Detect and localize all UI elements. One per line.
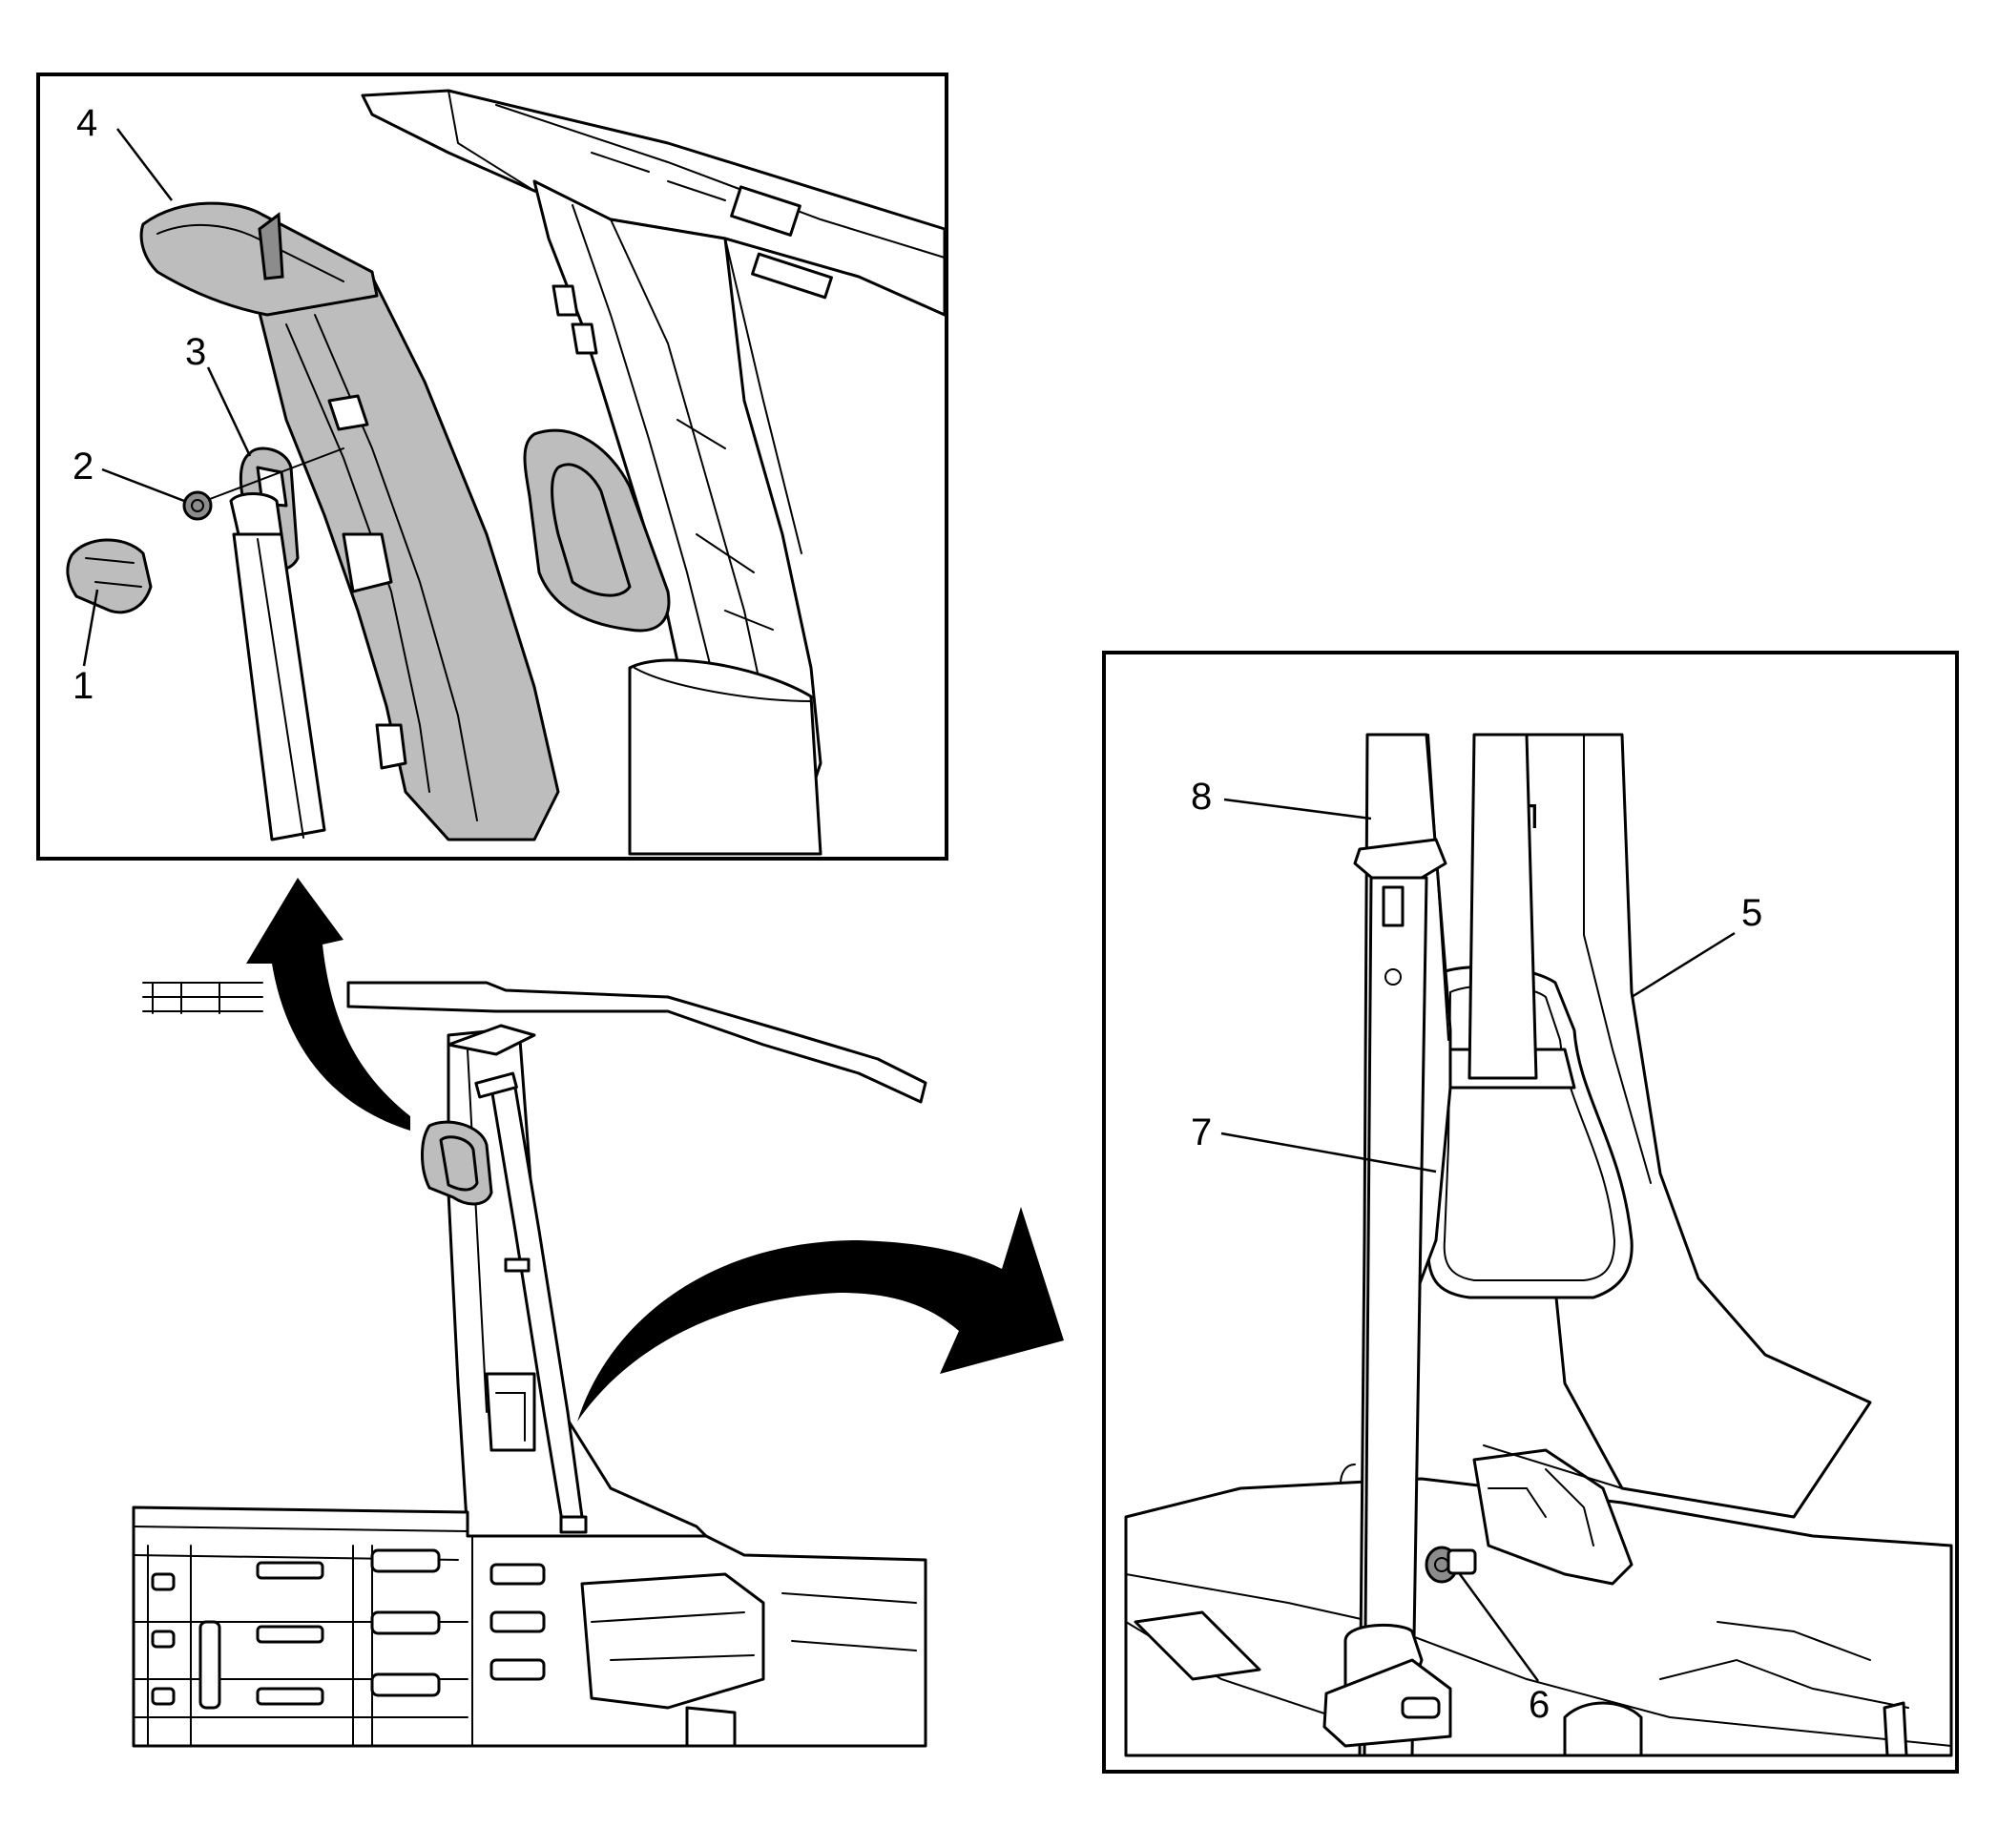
anchor-bolt (1425, 1546, 1477, 1584)
anchor-nut (182, 490, 213, 521)
b-pillar-overview (447, 1028, 708, 1538)
grab-handle-overview (421, 1120, 493, 1206)
leader-1 (82, 589, 99, 667)
nut-install-line (209, 447, 344, 500)
leader-3 (206, 366, 252, 457)
anchor-cover (66, 538, 153, 614)
callout-3: 3 (185, 331, 206, 373)
callout-5: 5 (1741, 892, 1762, 934)
detail-panel-upper-anchor (36, 73, 948, 861)
leader-5 (1631, 931, 1736, 999)
retractor-mechanism (1472, 1444, 1634, 1586)
callout-1: 1 (73, 665, 94, 707)
vehicle-overview (132, 981, 927, 1748)
floor-anchor-pad (1322, 1658, 1452, 1748)
upper-trim-cap (139, 201, 379, 317)
floor-structure-overview (132, 1505, 927, 1748)
leader-2 (101, 467, 185, 503)
callout-6: 6 (1529, 1684, 1550, 1726)
arrow-to-upper-detail (246, 878, 410, 1131)
roof-rail-overview (346, 981, 927, 1104)
leader-8 (1223, 798, 1372, 820)
leader-6 (1458, 1573, 1540, 1682)
roof-rail-structure (361, 89, 947, 317)
leader-4 (116, 128, 173, 201)
b-pillar-structure (523, 179, 822, 856)
leader-7 (1220, 1132, 1437, 1173)
callout-4: 4 (76, 102, 97, 144)
detail-panel-lower-anchor: ⊓ (1102, 651, 1959, 1774)
callout-2: 2 (73, 446, 94, 488)
floor-panel (1124, 1477, 1953, 1757)
seat-belt-webbing-upper (232, 532, 326, 841)
b-pillar-upper-trim-panel (256, 275, 560, 841)
callout-7: 7 (1191, 1111, 1212, 1153)
callout-8: 8 (1191, 776, 1212, 818)
arrow-to-lower-detail (577, 1207, 1064, 1422)
